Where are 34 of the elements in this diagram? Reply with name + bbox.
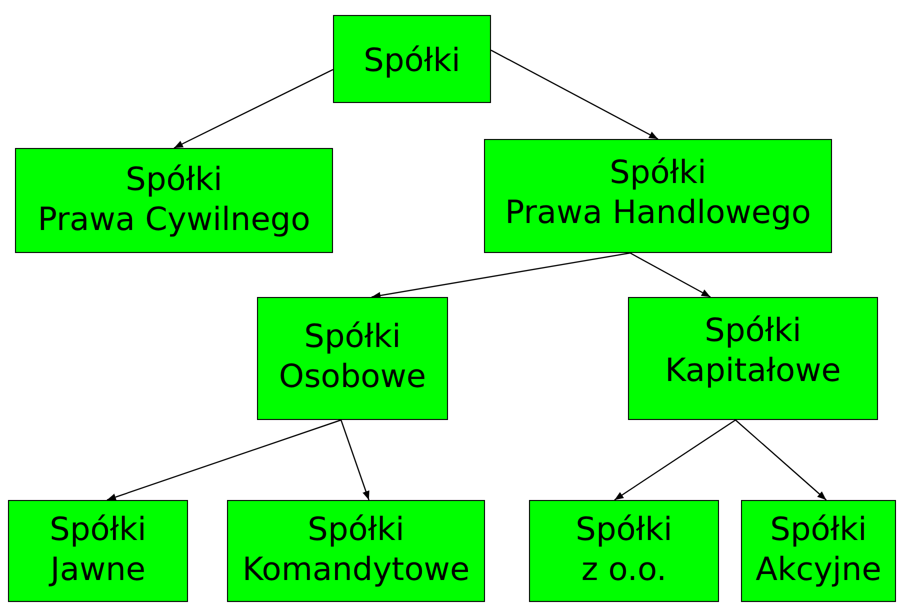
- box-label: Spółki: [308, 509, 404, 549]
- arrow: [372, 252, 630, 300]
- box-label: Spółki: [610, 152, 706, 192]
- box-label: Spółki: [576, 509, 672, 549]
- category-box: [333, 15, 491, 103]
- arrow: [174, 69, 334, 149]
- category-box: [227, 500, 485, 602]
- box-label: Spółki: [364, 40, 460, 80]
- box-label: Osobowe: [278, 356, 426, 396]
- box-label: Spółki: [304, 316, 401, 356]
- box-label: Spółki: [770, 509, 867, 549]
- arrow: [630, 252, 711, 298]
- arrow: [614, 420, 736, 500]
- category-box: [257, 297, 448, 420]
- box-label: Jawne: [50, 549, 146, 589]
- box-label: Komandytowe: [242, 549, 470, 589]
- box-label: Spółki: [126, 159, 222, 199]
- box-label: Spółki: [704, 310, 802, 350]
- category-box: [15, 148, 333, 253]
- category-box: [628, 297, 878, 420]
- box-label: z o.o.: [581, 549, 667, 589]
- category-box: [741, 500, 896, 602]
- box-label: Spółki: [50, 509, 146, 549]
- box-label: Prawa Handlowego: [505, 192, 811, 232]
- box-label: Akcyjne: [756, 549, 882, 589]
- category-box: [8, 500, 188, 602]
- box-label: Prawa Cywilnego: [38, 199, 310, 239]
- arrow: [735, 420, 827, 500]
- category-box: [484, 139, 832, 253]
- box-label: Kapitałowe: [665, 350, 841, 390]
- arrow: [490, 50, 658, 140]
- arrow: [340, 420, 370, 500]
- arrow: [106, 419, 342, 501]
- category-box: [529, 500, 719, 602]
